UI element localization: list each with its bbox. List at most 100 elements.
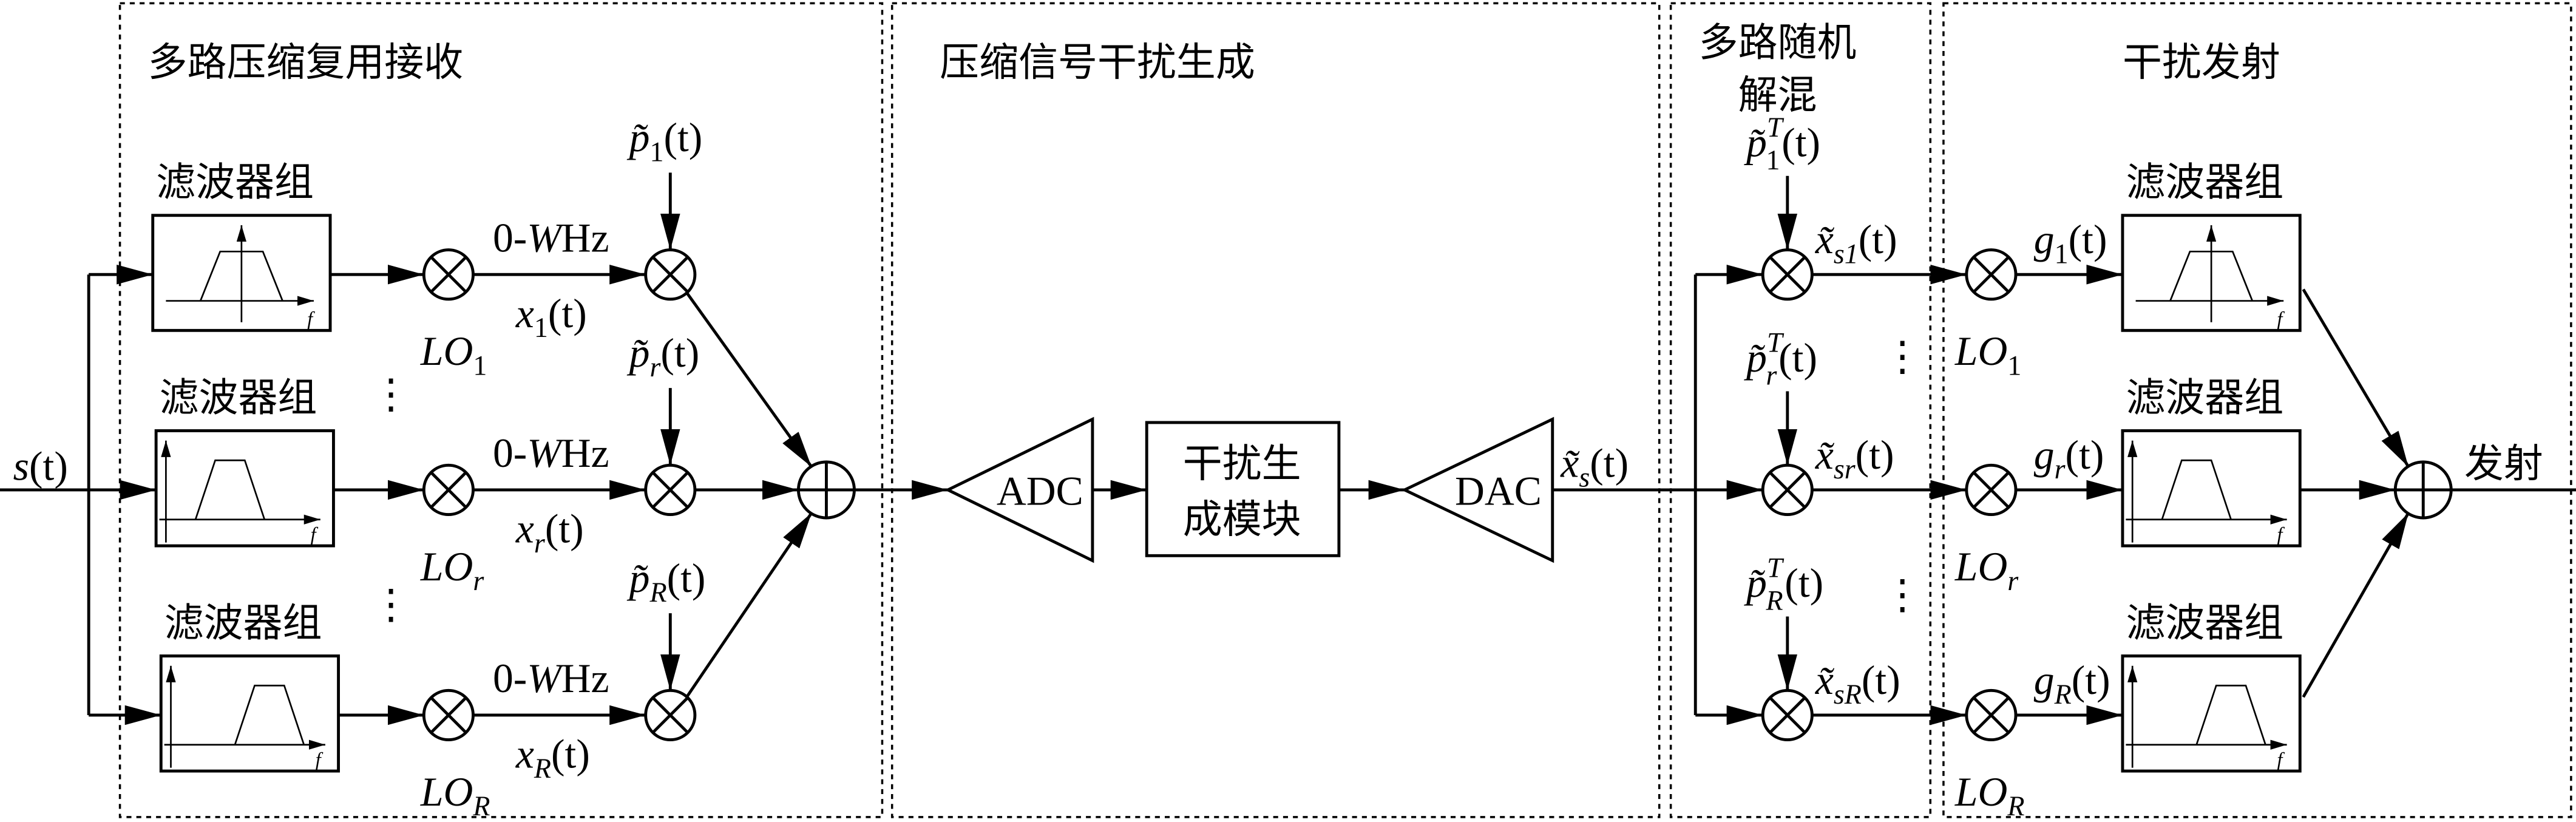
transmit-signal-label-2-arg: (t) (2072, 657, 2110, 703)
receive-filter-2-frame (159, 654, 341, 773)
receive-signal-label-0: x1(t) (515, 291, 587, 343)
receive-lo-label-2-sub: R (472, 790, 490, 821)
dac-output-label-arg: (t) (1590, 440, 1629, 486)
band-var-2: W (527, 656, 564, 701)
band-unit-2: Hz (561, 656, 609, 701)
transmit-lo-label-0: LO1 (1954, 328, 2022, 381)
transmit-filter-label-2: 滤波器组 (2126, 600, 2283, 646)
receive-code-label-0-sub: 1 (649, 136, 663, 167)
receive-filter-label-0: 滤波器组 (156, 160, 314, 205)
transmit-lo-mixer-0 (1965, 248, 2018, 301)
receive-code-mixer-0-circle (644, 248, 697, 301)
demix-code-label-0-sub: 1 (1766, 144, 1780, 175)
receive-lo-mixer-0-d2 (430, 256, 467, 293)
band-label-2: 0-WHz (493, 656, 609, 701)
receive-filter-1-frame (154, 429, 335, 548)
transmit-filter-0: f (2121, 214, 2302, 332)
receive-code-mixer-2 (644, 688, 697, 742)
receive-filter-2-axis-label: f (316, 749, 324, 771)
input-signal-label: s(t) (13, 444, 68, 489)
transmit-lo-label-1-sub: r (2007, 565, 2019, 596)
demix-code-label-1-sup: T (1767, 327, 1785, 358)
section-generate-title: 压缩信号干扰生成 (940, 40, 1255, 86)
transmit-lo-label-1: LOr (1954, 544, 2019, 596)
transmit-filter-2-passband (2195, 684, 2266, 746)
demix-output-label-1: x̃sr(t) (1815, 432, 1894, 484)
dac-output-label: x̃s(t) (1560, 440, 1629, 492)
transmit-lo-mixer-0-d2 (1973, 256, 2010, 293)
receive-lo-label-2-base: LO (420, 769, 473, 815)
section-demix-title-line2: 解混 (1738, 73, 1817, 118)
receive-code-mixer-0-d2 (651, 256, 689, 293)
receive-code-label-2-arg: (t) (667, 555, 706, 601)
dac-output-label-sub: s (1579, 462, 1590, 493)
transmit-signal-label-0-base: g (2034, 217, 2055, 262)
section-demix-title-line1: 多路随机 (1699, 20, 1857, 66)
receive-code-label-1-arg: (t) (660, 330, 699, 376)
receive-lo-label-1: LOr (420, 544, 484, 596)
receive-code-mixer-1-d2 (651, 471, 689, 509)
receive-code-label-2: p̃R(t) (627, 555, 706, 608)
band-unit-1: Hz (561, 430, 609, 476)
receive-lo-label-0: LO1 (420, 328, 487, 381)
demix-output-label-0-base: x̃ (1815, 217, 1834, 262)
transmit-signal-label-1-base: g (2034, 432, 2055, 478)
receive-code-label-1: p̃r(t) (627, 330, 700, 382)
receive-filter-1-axis-label: f (311, 524, 319, 546)
demix-output-label-1-sub: sr (1834, 453, 1856, 484)
demix-mixer-1 (1761, 463, 1814, 517)
transmit-signal-label-0-arg: (t) (2069, 217, 2107, 262)
receive-code-label-2-sub: R (649, 577, 666, 608)
receive-filter-label-2: 滤波器组 (164, 600, 322, 646)
receive-signal-label-1-base: x (515, 506, 534, 552)
transmit-filter-1-passband (2161, 459, 2232, 520)
demix-output-label-0: x̃s1(t) (1815, 217, 1897, 269)
section-transmit-box (1942, 2, 2572, 818)
receive-ellipsis-0: ⋮ (370, 372, 412, 417)
transmit-lo-label-1-base: LO (1954, 544, 2007, 589)
section-demix-box (1669, 2, 1932, 818)
demix-mixer-1-d2 (1769, 471, 1806, 509)
transmit-summer (2393, 460, 2453, 520)
receive-lo-label-1-sub: r (473, 565, 484, 596)
transmit-filter-2-frame (2121, 654, 2302, 773)
demix-mixer-0-d2 (1769, 256, 1806, 293)
demix-ellipsis-0: ⋮ (1882, 333, 1923, 379)
demix-code-label-2-arg: (t) (1785, 560, 1823, 606)
transmit-lo-mixer-1 (1965, 463, 2018, 517)
receive-signal-label-2-base: x (515, 732, 534, 777)
filter-to-sum-arrow-0 (2302, 288, 2410, 468)
band-pre-2: 0- (493, 656, 527, 701)
transmit-filter-label-1: 滤波器组 (2126, 375, 2283, 421)
demix-mixer-0 (1761, 248, 1814, 301)
transmit-signal-label-1: gr(t) (2034, 432, 2104, 484)
receive-filter-2: f (159, 654, 341, 773)
receive-signal-label-2-sub: R (534, 753, 551, 784)
transmit-signal-label-2-base: g (2034, 657, 2055, 703)
receive-lo-label-2: LOR (420, 769, 490, 821)
receive-signal-label-0-sub: 1 (534, 312, 548, 343)
band-var-1: W (527, 430, 564, 476)
receive-code-label-2-base: p̃ (627, 555, 650, 601)
transmit-filter-0-axis-label: f (2277, 308, 2285, 330)
transmit-signal-label-0-sub: 1 (2055, 238, 2069, 269)
receive-code-label-1-sub: r (649, 352, 661, 382)
transmit-filter-label-0: 滤波器组 (2126, 160, 2283, 205)
transmit-filter-0-passband (2169, 250, 2254, 302)
receive-filter-1-passband (194, 459, 266, 520)
adc-label: ADC (997, 468, 1083, 514)
input-signal-label-base: s (13, 444, 29, 489)
section-receive-box (118, 2, 884, 818)
demix-code-label-2-base: p̃ (1744, 560, 1767, 606)
demix-code-label-1-sub: r (1766, 360, 1778, 391)
demix-code-label-0-arg: (t) (1781, 120, 1820, 165)
receive-signal-label-2-arg: (t) (551, 732, 590, 777)
receive-lo-mixer-2-d2 (430, 696, 467, 734)
receive-lo-mixer-0 (422, 248, 475, 301)
receive-lo-mixer-1-d2 (430, 471, 467, 509)
transmit-lo-label-0-base: LO (1954, 328, 2007, 374)
transmit-lo-mixer-2-d2 (1973, 696, 2010, 734)
